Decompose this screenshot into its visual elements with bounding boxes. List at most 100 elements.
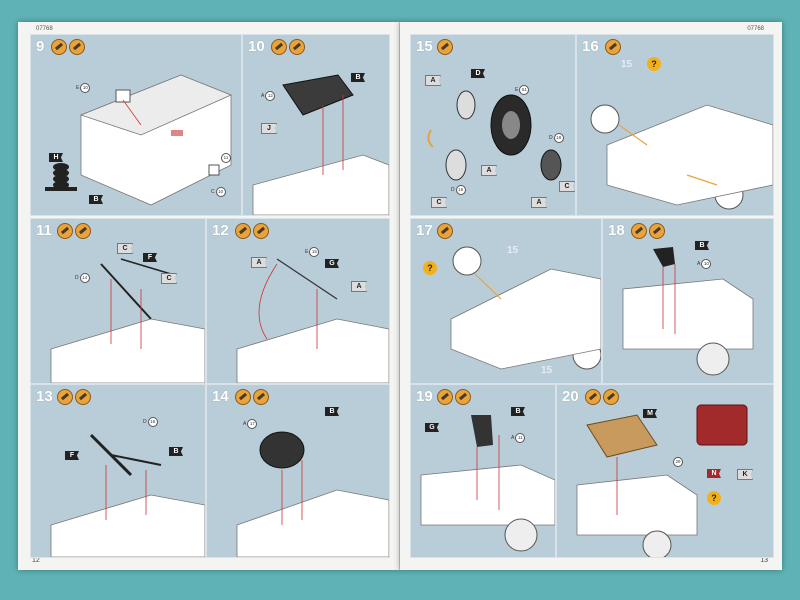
part-letter: M: [643, 409, 657, 418]
step-number: 14: [212, 388, 229, 405]
glue-icon: [57, 223, 73, 239]
step-icons: [57, 389, 91, 405]
assembly-drawing: [450, 246, 601, 370]
glue-icon: [235, 389, 251, 405]
step-icons: [57, 223, 91, 239]
step-icons: [631, 223, 665, 239]
part-letter: F: [143, 253, 157, 262]
step-icons: [437, 39, 453, 55]
step-number: 12: [212, 222, 229, 239]
step-number: 16: [582, 38, 599, 55]
assembly-drawing: [420, 415, 555, 552]
paint-icon: [69, 39, 85, 55]
step-icons: [51, 39, 85, 55]
part-letter: G: [425, 423, 439, 432]
step-number: 13: [36, 388, 53, 405]
step-icons: [437, 389, 471, 405]
question-icon: ?: [707, 491, 721, 505]
assembly-drawing: [236, 431, 389, 557]
assembly-drawing: [50, 433, 205, 557]
part-letter: B: [511, 407, 525, 416]
step-17-panel: 17 15 15 ?: [410, 218, 602, 384]
ghost-step-label: 15: [507, 245, 519, 256]
step-number: 18: [608, 222, 625, 239]
assembly-drawing: [590, 104, 773, 210]
part-callout: 11: [221, 153, 231, 163]
question-icon: ?: [423, 261, 437, 275]
glue-icon: [631, 223, 647, 239]
assembly-drawing: [50, 258, 205, 383]
paint-icon: [75, 223, 91, 239]
paint-icon: [289, 39, 305, 55]
paint-icon: [253, 389, 269, 405]
ghost-step-label: 15: [621, 59, 633, 70]
step-16-panel: 16 15 15 ?: [576, 34, 774, 216]
paint-icon: [649, 223, 665, 239]
step-number: 10: [248, 38, 265, 55]
assembly-drawing: [252, 74, 389, 215]
step-number: 17: [416, 222, 433, 239]
part-letter: K: [737, 469, 753, 480]
step-number: 20: [562, 388, 579, 405]
product-code: 07768: [747, 26, 764, 32]
glue-icon: [57, 389, 73, 405]
part-letter: A: [531, 197, 547, 208]
product-code: 07768: [36, 26, 53, 32]
glue-icon: [235, 223, 251, 239]
glue-icon: [437, 39, 453, 55]
step-icons: [235, 223, 269, 239]
part-letter: B: [351, 73, 365, 82]
paint-icon: [455, 389, 471, 405]
step-icons: [585, 389, 619, 405]
assembly-drawing: [427, 90, 562, 181]
ghost-step-label: 15: [541, 365, 553, 376]
step-20-panel: 20 ? M N K 29: [556, 384, 774, 558]
paint-icon: [253, 223, 269, 239]
glue-icon: [437, 389, 453, 405]
step-icons: [437, 223, 453, 239]
part-letter: B: [695, 241, 709, 250]
step-number: 19: [416, 388, 433, 405]
step-number: 15: [416, 38, 433, 55]
assembly-drawing: [45, 74, 233, 206]
paint-icon: [603, 389, 619, 405]
assembly-drawing: [236, 258, 389, 383]
part-letter: C: [559, 181, 575, 192]
glue-icon: [51, 39, 67, 55]
glue-icon: [605, 39, 621, 55]
glue-icon: [585, 389, 601, 405]
step-number: 9: [36, 38, 45, 55]
question-icon: ?: [647, 57, 661, 71]
step-icons: [235, 389, 269, 405]
assembly-drawing: [576, 404, 748, 557]
step-icons: [605, 39, 621, 55]
step-number: 11: [36, 222, 52, 239]
page-number: 13: [760, 557, 768, 564]
glue-icon: [437, 223, 453, 239]
part-callout: 29: [673, 457, 683, 467]
step-icons: [271, 39, 305, 55]
page-number: 12: [32, 557, 40, 564]
part-letter: B: [325, 407, 339, 416]
